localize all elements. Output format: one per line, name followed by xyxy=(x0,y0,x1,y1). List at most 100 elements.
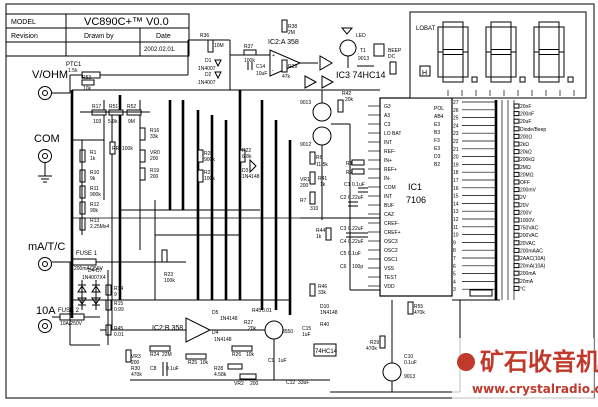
ic1-left-pin-label: OSC1 xyxy=(384,257,398,263)
r28-val: 4.58k xyxy=(214,372,227,378)
d4-val: 1N4148 xyxy=(214,337,232,343)
range-contact xyxy=(513,232,520,238)
ic1-top-pin-label: E3 xyxy=(434,146,440,152)
date-value: 2002.02.01. xyxy=(144,47,176,53)
ic1-left-pin-label: TEST xyxy=(384,275,397,281)
range-contact xyxy=(513,103,520,109)
r39-val: 47k xyxy=(282,74,291,80)
ic1-right-pin-number: 10 xyxy=(453,233,459,239)
d2-ref: D2 xyxy=(205,72,212,78)
page-frame xyxy=(5,3,595,399)
fuses: PTC1 1.5k FUSE 1 200mA/250V FUSE 2 10A/2… xyxy=(52,62,188,327)
range-label: 200mA xyxy=(520,271,537,277)
ma-label: mA/T/C xyxy=(28,241,65,253)
ic1-top-pin-label: F3 xyxy=(434,138,440,144)
vr3-val: 200 xyxy=(131,360,140,366)
range-label: 1000V xyxy=(520,218,535,224)
ic1-left-pin-label: BUF xyxy=(384,203,394,209)
c1-val: 0.1uF xyxy=(352,182,365,188)
beep-label: BEEP xyxy=(388,48,402,54)
fuse2-label: FUSE 2 xyxy=(58,308,80,314)
ic1-left-pin-label: OSC2 xyxy=(384,248,398,254)
c9-ref: C9 xyxy=(268,358,275,364)
range-contact xyxy=(513,270,520,276)
range-contact xyxy=(513,126,520,132)
range-contact xyxy=(513,240,520,246)
r14-val: 9 xyxy=(114,292,117,298)
seven-segment-digits xyxy=(437,21,574,83)
ic1-right-pin-number: 3 xyxy=(453,287,456,293)
r6-ref: R6 xyxy=(316,155,323,161)
c2-val: 0.22uF xyxy=(348,195,364,201)
r53-ref: R53 xyxy=(82,75,91,81)
q9013-b-label: 9013 xyxy=(404,374,415,380)
lcd-segment xyxy=(538,49,560,55)
range-label: 750VAC xyxy=(520,226,539,232)
ic1-right-pin-number: 4 xyxy=(453,279,456,285)
range-contact xyxy=(513,263,520,269)
buzzer-section: T1 9013 LED BEEP DC IC3 74HC14 xyxy=(300,27,402,91)
ic1-left-pin-label: VDD xyxy=(384,284,395,290)
fuse1-rating: 200mA/250V xyxy=(74,266,104,272)
vr3-ref: VR3 xyxy=(131,354,141,360)
c4-val: 0.22uF xyxy=(348,239,364,245)
c12-ref: C12 xyxy=(286,380,295,386)
r52-ref: R52 xyxy=(127,104,136,110)
r36-ref: R36 xyxy=(200,33,209,39)
r17-ref: R17 xyxy=(92,104,101,110)
q9013-label: 9013 xyxy=(300,100,311,106)
r27-ref: R27 xyxy=(244,320,253,326)
lcd-segment xyxy=(437,51,444,78)
r40-label: R40 xyxy=(320,322,329,328)
r19-val: 200 xyxy=(150,174,159,180)
ic2b-label: IC2:B 358 xyxy=(152,325,183,332)
r12-val: 90k xyxy=(90,208,99,214)
ic1-right-pin-number: 19 xyxy=(453,162,459,168)
r24-val: 22M xyxy=(162,352,172,358)
lcd-segment xyxy=(442,76,464,83)
c10-ref: C10 xyxy=(404,354,413,360)
ic1-top-pin-label: AB4 xyxy=(434,114,444,120)
c8-val: 0.1uF xyxy=(166,366,179,372)
lcd-segment xyxy=(442,49,464,55)
lcd-decimal-point xyxy=(471,76,478,83)
r53-val: 10k xyxy=(83,86,92,92)
t1-part: 9013 xyxy=(358,56,369,62)
r52-val: 9M xyxy=(128,119,135,125)
range-label: 20uF xyxy=(520,119,531,125)
range-contact xyxy=(513,225,520,231)
hc14-small-label: 74HC14 xyxy=(315,349,338,355)
r1-ref: R1 xyxy=(90,150,97,156)
vohm-label: V/OHM xyxy=(32,69,68,81)
range-label: 2MΩ xyxy=(520,165,531,171)
range-contact xyxy=(513,194,520,200)
t1-transistor xyxy=(339,39,357,57)
rr-val: 100k xyxy=(122,146,133,152)
r13-val: 2.25Mx4 xyxy=(90,224,109,230)
ic2b-section: IC2:B 358 R24 22M C8 0.1uF R25 10k D4 1N… xyxy=(100,283,338,387)
lcd-segment xyxy=(490,21,512,28)
ic1-top-pin-label: POL xyxy=(434,106,444,112)
bridge-label-ref: D4-D7 xyxy=(88,268,103,274)
ic2b-opamp xyxy=(185,317,212,343)
ic1-left-pin-label: CAZ xyxy=(384,212,394,218)
r37-val: 100k xyxy=(244,58,255,64)
lcd-digit xyxy=(485,21,526,83)
lcd-segment xyxy=(533,26,540,53)
r45-val: 0.01 xyxy=(262,308,272,314)
r23-val: 100k xyxy=(164,278,175,284)
range-contact xyxy=(513,133,520,139)
d1-val: 1N4007 xyxy=(198,66,216,72)
ic1-left-pin-label: CREF- xyxy=(384,221,400,227)
watermark: 矿石收音机 www.crystalradio.cn xyxy=(452,338,598,400)
ic1-left-pin-label: CREF+ xyxy=(384,230,401,236)
range-switch: 20nF200nF20uFDiode/Beep200Ω2kΩ20kΩ200kΩ2… xyxy=(494,100,546,300)
r36-val: 10M xyxy=(214,43,224,49)
r44-val: 1k xyxy=(316,234,322,240)
r1-val: 1k xyxy=(90,156,96,162)
range-label: 2kΩ xyxy=(520,142,529,148)
r13-ref: R13 xyxy=(90,218,99,224)
range-label: 200VAC xyxy=(520,233,539,239)
r41-val: 1k xyxy=(320,182,326,188)
